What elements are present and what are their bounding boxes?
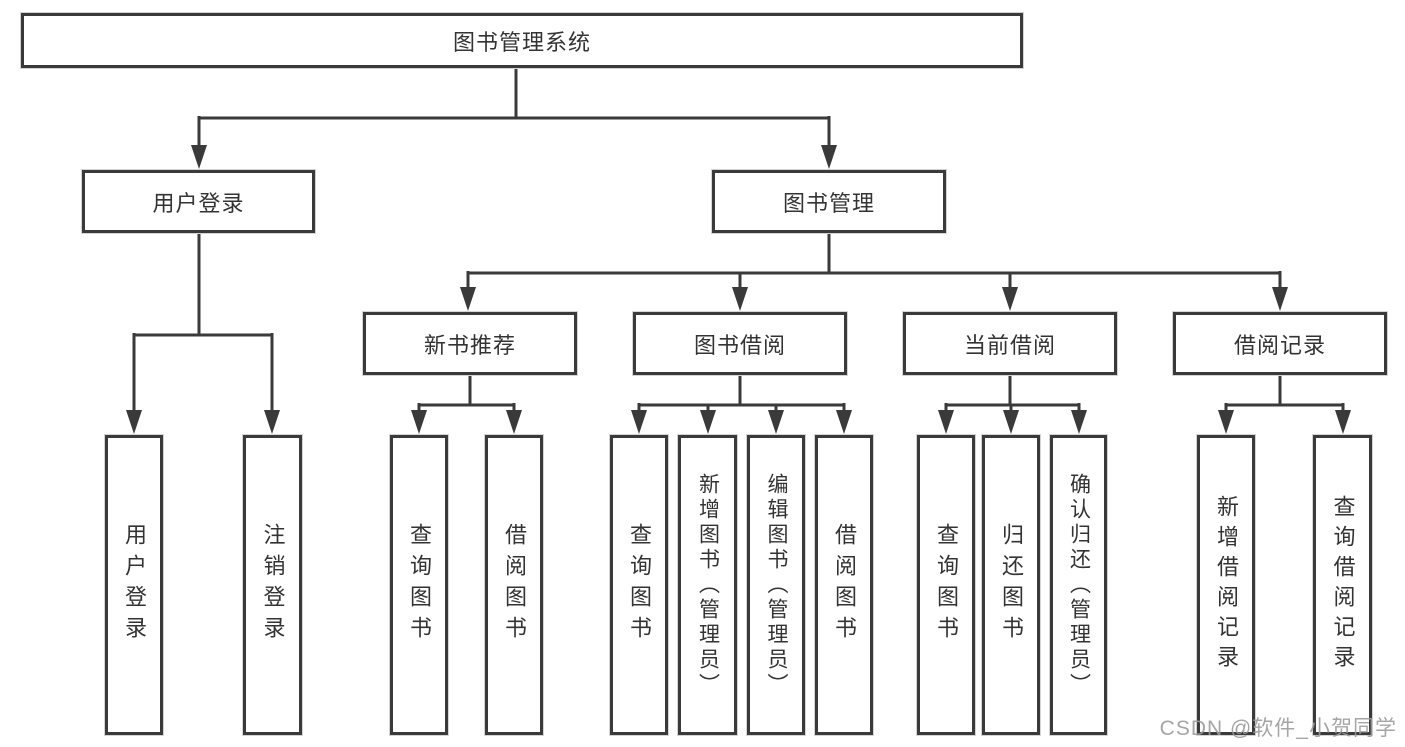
leaf-add-borrow-record-label: 新增借阅记录 <box>1214 495 1239 675</box>
leaf-query-book-borrowing-label: 查询图书 <box>627 523 652 647</box>
leaf-add-book-admin: 新增图书（管理员） <box>678 435 737 735</box>
leaf-user-login: 用户登录 <box>105 435 163 735</box>
leaf-query-book-current-label: 查询图书 <box>934 523 959 647</box>
leaf-edit-book-admin: 编辑图书（管理员） <box>747 435 805 735</box>
node-new-book-recommend: 新书推荐 <box>363 312 577 375</box>
leaf-borrow-book: 借阅图书 <box>815 435 873 735</box>
leaf-add-book-admin-label: 新增图书（管理员） <box>696 472 720 698</box>
node-book-management-label: 图书管理 <box>782 190 875 216</box>
node-borrowing-records-label: 借阅记录 <box>1233 332 1326 358</box>
leaf-borrow-book-label: 借阅图书 <box>832 523 857 647</box>
csdn-watermark: CSDN @软件_小贺同学 <box>1159 717 1397 740</box>
node-user-login: 用户登录 <box>82 170 315 233</box>
leaf-borrow-book-recommend: 借阅图书 <box>485 435 543 735</box>
node-current-borrowing-label: 当前借阅 <box>963 332 1056 358</box>
leaf-query-borrow-record-label: 查询借阅记录 <box>1330 495 1356 675</box>
leaf-query-book-current: 查询图书 <box>917 435 975 735</box>
leaf-logout-label: 注销登录 <box>260 523 286 647</box>
arrowheads <box>126 145 1351 434</box>
node-current-borrowing: 当前借阅 <box>903 312 1117 375</box>
leaf-user-login-label: 用户登录 <box>122 523 147 647</box>
leaf-query-book-recommend-label: 查询图书 <box>407 523 432 647</box>
node-book-borrowing-label: 图书借阅 <box>693 332 786 358</box>
leaf-return-book: 归还图书 <box>982 435 1040 735</box>
node-book-borrowing: 图书借阅 <box>633 312 847 375</box>
leaf-logout: 注销登录 <box>243 435 302 735</box>
leaf-edit-book-admin-label: 编辑图书（管理员） <box>765 472 788 698</box>
leaf-query-borrow-record: 查询借阅记录 <box>1313 435 1372 735</box>
node-book-management: 图书管理 <box>712 170 946 233</box>
leaf-confirm-return-admin-label: 确认归还（管理员） <box>1067 472 1091 698</box>
node-root-label: 图书管理系统 <box>452 29 591 55</box>
node-new-book-recommend-label: 新书推荐 <box>423 332 516 358</box>
node-user-login-label: 用户登录 <box>152 190 245 216</box>
leaf-query-book-recommend: 查询图书 <box>390 435 448 735</box>
leaf-add-borrow-record: 新增借阅记录 <box>1197 435 1255 735</box>
node-borrowing-records: 借阅记录 <box>1173 312 1387 375</box>
node-root: 图书管理系统 <box>21 13 1023 68</box>
leaf-return-book-label: 归还图书 <box>999 523 1024 647</box>
leaf-borrow-book-recommend-label: 借阅图书 <box>502 523 527 647</box>
leaf-confirm-return-admin: 确认归还（管理员） <box>1050 435 1107 735</box>
leaf-query-book-borrowing: 查询图书 <box>610 435 668 735</box>
